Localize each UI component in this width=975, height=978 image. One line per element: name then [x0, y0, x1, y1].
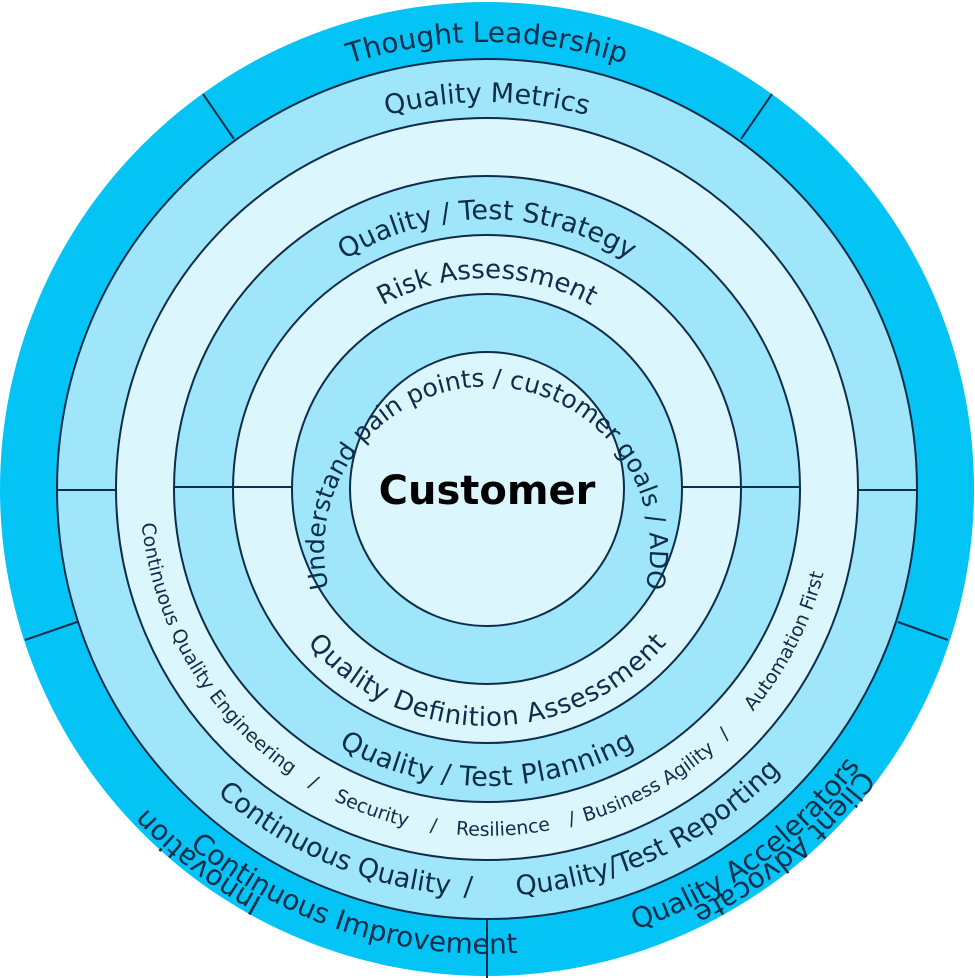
divider-outer-2 [740, 93, 773, 140]
divider-outer-5 [24, 621, 78, 641]
customer-core [349, 351, 625, 627]
divider-outer-3 [897, 621, 949, 641]
center-label-customer: Customer [379, 468, 596, 514]
divider-outer-1 [202, 93, 235, 140]
label-ring2-separator: / [463, 871, 474, 902]
label-ring3-sep-2: / [429, 814, 439, 837]
